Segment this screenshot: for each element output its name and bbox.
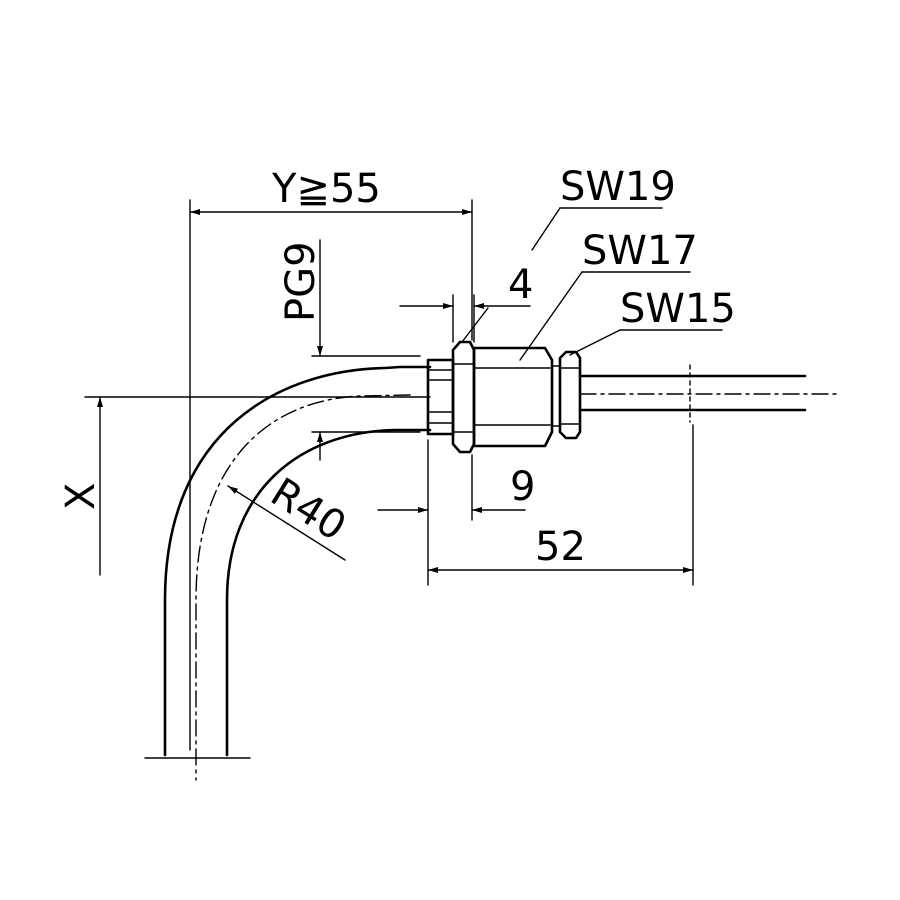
gland-body bbox=[426, 340, 582, 454]
radius-label: R40 bbox=[263, 469, 354, 550]
sw19-leader bbox=[461, 207, 663, 343]
bent-cable bbox=[144, 365, 432, 781]
sw15-leader bbox=[569, 329, 723, 356]
sw15-label: SW15 bbox=[620, 286, 736, 332]
x-dimension-label: X bbox=[58, 483, 104, 510]
dim-9 bbox=[377, 439, 526, 586]
thread-label: PG9 bbox=[278, 241, 324, 322]
straight-cable bbox=[578, 364, 841, 423]
dim-4-label: 4 bbox=[508, 262, 533, 308]
y-dimension-label: Y≧55 bbox=[271, 166, 381, 212]
sw19-label: SW19 bbox=[560, 164, 676, 210]
dim-x bbox=[84, 396, 431, 576]
sw17-leader bbox=[519, 271, 691, 361]
sw17-label: SW17 bbox=[582, 228, 698, 274]
dim-y bbox=[189, 199, 473, 751]
dim-52 bbox=[427, 424, 694, 586]
dim-4 bbox=[399, 294, 531, 343]
dim-thread bbox=[311, 239, 421, 461]
radius-leader bbox=[227, 485, 346, 561]
dim-52-label: 52 bbox=[535, 524, 586, 570]
dim-9-label: 9 bbox=[510, 464, 535, 510]
